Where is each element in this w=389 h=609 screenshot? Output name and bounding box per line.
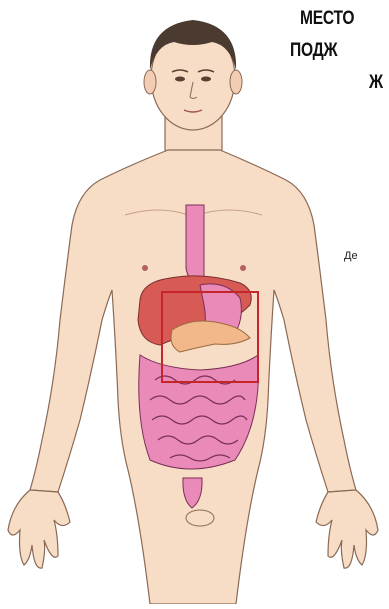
intestines bbox=[139, 355, 259, 469]
title-line-1: МЕСТО bbox=[300, 8, 354, 30]
title-line-3: Ж bbox=[369, 72, 383, 94]
side-label: Де bbox=[344, 250, 358, 262]
head bbox=[144, 20, 242, 130]
pelvis-outline bbox=[186, 510, 214, 526]
esophagus bbox=[186, 205, 204, 285]
title-line-2: ПОДЖ bbox=[290, 40, 337, 62]
body-outline bbox=[8, 110, 378, 604]
